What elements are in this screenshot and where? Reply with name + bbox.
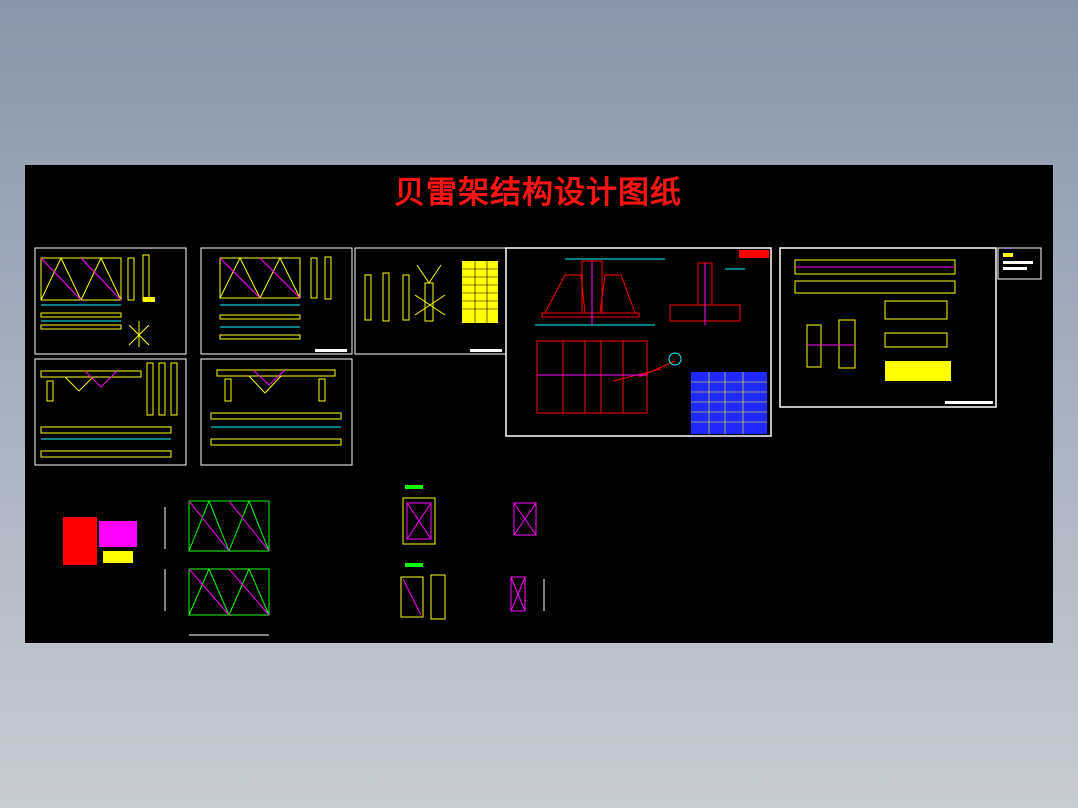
sheet-truss-panel-2	[200, 247, 353, 355]
frame-details	[400, 485, 545, 620]
sheet-chord-details	[34, 358, 187, 466]
sheet-connector-details	[354, 247, 507, 355]
cad-drawing-canvas[interactable]: 贝雷架结构设计图纸	[25, 165, 1053, 643]
sheet-pin-details	[779, 247, 997, 408]
drawing-sheets	[34, 247, 1042, 636]
sheet-support-node-assembly	[505, 247, 772, 437]
drawing-title: 贝雷架结构设计图纸	[394, 175, 682, 211]
sheet-reinforcement-chord	[200, 358, 353, 466]
truss-elevations	[164, 500, 270, 636]
sheet-legend	[997, 247, 1042, 280]
loose-table	[63, 517, 137, 565]
sheet-truss-panel-1	[34, 247, 187, 355]
